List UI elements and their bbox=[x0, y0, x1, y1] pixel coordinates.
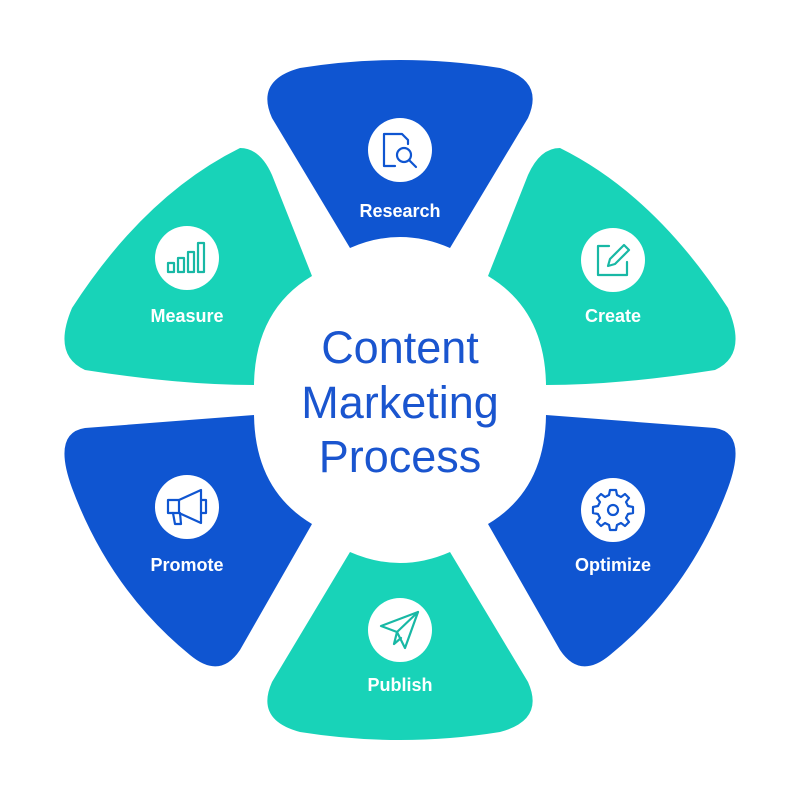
create-icon-circle bbox=[581, 228, 645, 292]
pencil-edit-icon bbox=[596, 243, 631, 277]
center-circle bbox=[254, 254, 546, 546]
segment-create: Create bbox=[488, 148, 736, 385]
bar-chart-icon bbox=[166, 241, 206, 274]
segment-measure: Measure bbox=[64, 148, 313, 385]
segment-publish: Publish bbox=[267, 552, 533, 740]
segment-promote-shape bbox=[64, 415, 312, 667]
segment-optimize: Optimize bbox=[488, 415, 736, 667]
magnifier-document-icon bbox=[382, 132, 418, 169]
megaphone-icon bbox=[166, 488, 208, 526]
segment-label-optimize: Optimize bbox=[575, 555, 651, 575]
center-title-line-3: Process bbox=[319, 431, 482, 482]
promote-icon-circle bbox=[155, 475, 219, 539]
segment-label-research: Research bbox=[359, 201, 440, 221]
center-title-line-2: Marketing bbox=[301, 377, 499, 428]
center-title-line-1: Content bbox=[321, 322, 479, 373]
segment-label-create: Create bbox=[585, 306, 641, 326]
gear-icon bbox=[591, 488, 635, 532]
paper-plane-icon bbox=[379, 610, 420, 650]
segment-label-measure: Measure bbox=[150, 306, 223, 326]
optimize-icon-circle bbox=[581, 478, 645, 542]
segment-promote: Promote bbox=[64, 415, 312, 667]
segment-research: Research bbox=[267, 60, 533, 248]
segment-label-promote: Promote bbox=[150, 555, 223, 575]
segment-label-publish: Publish bbox=[367, 675, 432, 695]
